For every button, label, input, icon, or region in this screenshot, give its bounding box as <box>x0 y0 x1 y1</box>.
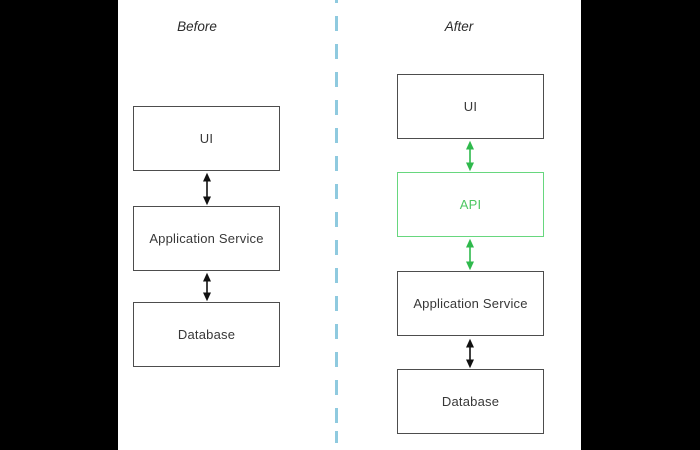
box-api-after: API <box>397 172 544 237</box>
box-label: UI <box>463 99 478 114</box>
arrow-appservice-database-before <box>203 272 211 302</box>
box-label: UI <box>199 131 214 146</box>
box-application-service-before: Application Service <box>133 206 280 271</box>
after-panel-title: After <box>444 19 474 34</box>
box-ui-before: UI <box>133 106 280 171</box>
box-label: API <box>459 197 482 212</box>
before-panel-title: Before <box>177 19 217 34</box>
box-label: Application Service <box>149 231 264 246</box>
letterbox-right <box>581 0 700 450</box>
arrow-ui-appservice-before <box>203 172 211 206</box>
before-after-divider-dashed-line <box>335 0 338 443</box>
arrow-appservice-database-after <box>466 338 474 369</box>
box-application-service-after: Application Service <box>397 271 544 336</box>
arrow-ui-api-after <box>466 140 474 172</box>
diagram-canvas: Before After UI Application Service Data… <box>118 0 581 450</box>
box-label: Database <box>441 394 500 409</box>
box-ui-after: UI <box>397 74 544 139</box>
box-database-after: Database <box>397 369 544 434</box>
letterbox-left <box>0 0 118 450</box>
box-label: Application Service <box>413 296 528 311</box>
box-label: Database <box>177 327 236 342</box>
box-database-before: Database <box>133 302 280 367</box>
arrow-api-appservice-after <box>466 238 474 271</box>
